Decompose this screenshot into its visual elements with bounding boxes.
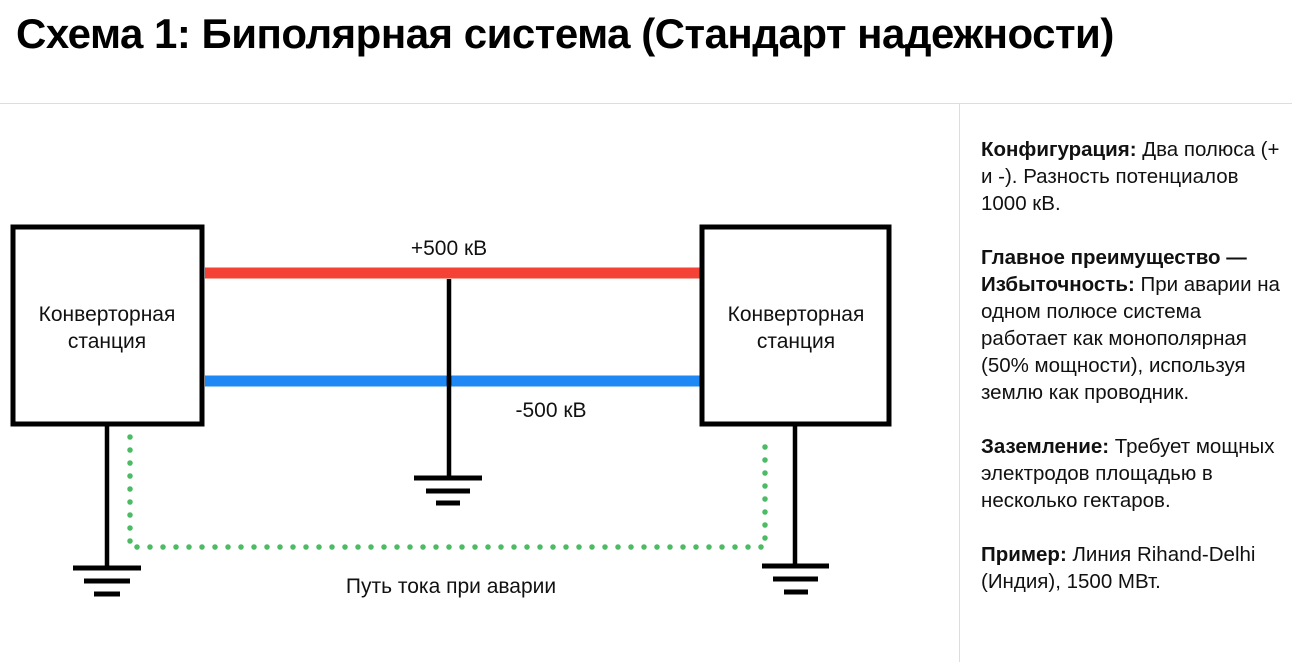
right-station-label-line2: станция	[757, 330, 835, 353]
left-converter-station: Конверторная станция	[10, 224, 205, 427]
right-station-label-line1: Конверторная	[728, 303, 865, 326]
info-text: При аварии на одном полюсе система работ…	[981, 273, 1280, 404]
header-divider	[0, 103, 1292, 104]
info-text: Два полюса (+ и -). Разность потенциалов…	[981, 138, 1280, 215]
info-heading: Пример:	[981, 543, 1067, 566]
info-heading: Конфигурация:	[981, 138, 1137, 161]
ground-icon	[73, 565, 141, 597]
fault-current-path	[127, 434, 768, 550]
info-heading: Заземление:	[981, 435, 1110, 458]
right-converter-station: Конверторная станция	[699, 224, 892, 427]
info-heading: Главное преимущество — Избыточность:	[981, 246, 1247, 296]
left-station-label-line2: станция	[68, 330, 146, 353]
ground-icon	[762, 563, 829, 595]
left-station-label-line1: Конверторная	[39, 303, 176, 326]
info-main-advantage: Главное преимущество — Избыточность: При…	[981, 244, 1286, 406]
fault-path-label: Путь тока при аварии	[346, 575, 556, 598]
info-text: Требует мощных электродов площадью в нес…	[981, 435, 1275, 512]
page-title: Схема 1: Биполярная система (Стандарт на…	[16, 10, 1114, 57]
info-grounding: Заземление: Требует мощных электродов пл…	[981, 433, 1286, 514]
ground-icon	[414, 475, 482, 506]
bipolar-system-diagram: Конверторная станция Конверторная станци…	[10, 224, 892, 598]
info-text: Линия Rihand-Delhi (Индия), 1500 МВт.	[981, 543, 1256, 593]
positive-pole-label: +500 кВ	[411, 237, 487, 260]
negative-pole-label: -500 кВ	[515, 399, 586, 422]
info-example: Пример: Линия Rihand-Delhi (Индия), 1500…	[981, 541, 1286, 595]
info-sidebar: Конфигурация: Два полюса (+ и -). Разнос…	[981, 136, 1286, 622]
info-configuration: Конфигурация: Два полюса (+ и -). Разнос…	[981, 136, 1286, 217]
sidebar-divider	[959, 104, 960, 662]
